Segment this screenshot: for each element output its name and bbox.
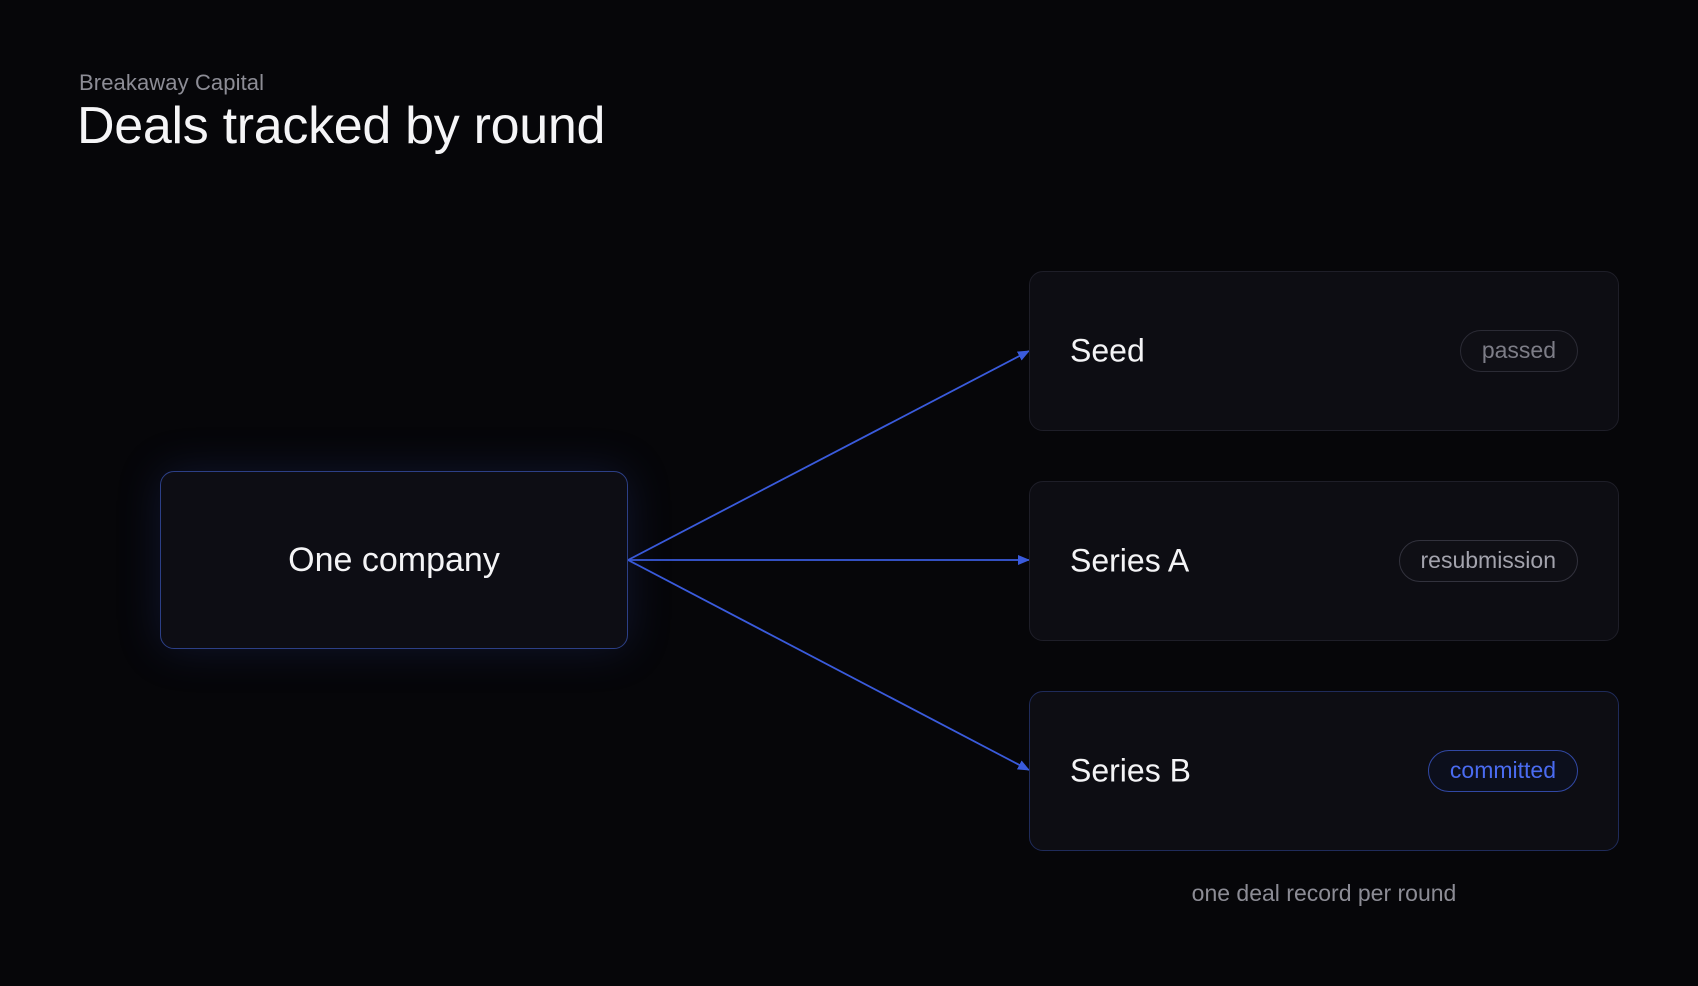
round-card-seed: Seed passed [1029, 271, 1619, 431]
arrow-to-series-b [627, 559, 1030, 771]
round-card-series-a: Series A resubmission [1029, 481, 1619, 641]
diagram-footnote: one deal record per round [1191, 880, 1457, 906]
company-node: One company [160, 471, 628, 649]
company-node-label: One company [288, 540, 500, 579]
round-label: Series A [1070, 542, 1190, 579]
round-card-series-b: Series B committed [1029, 691, 1619, 851]
round-label: Series B [1070, 752, 1191, 789]
round-label: Seed [1070, 332, 1145, 369]
status-badge: committed [1427, 750, 1578, 792]
arrow-to-seed [627, 350, 1030, 561]
status-badge: resubmission [1398, 540, 1578, 582]
status-badge: passed [1459, 330, 1578, 372]
page-title: Deals tracked by round [77, 97, 606, 155]
company-label-eyebrow: Breakaway Capital [79, 70, 265, 95]
